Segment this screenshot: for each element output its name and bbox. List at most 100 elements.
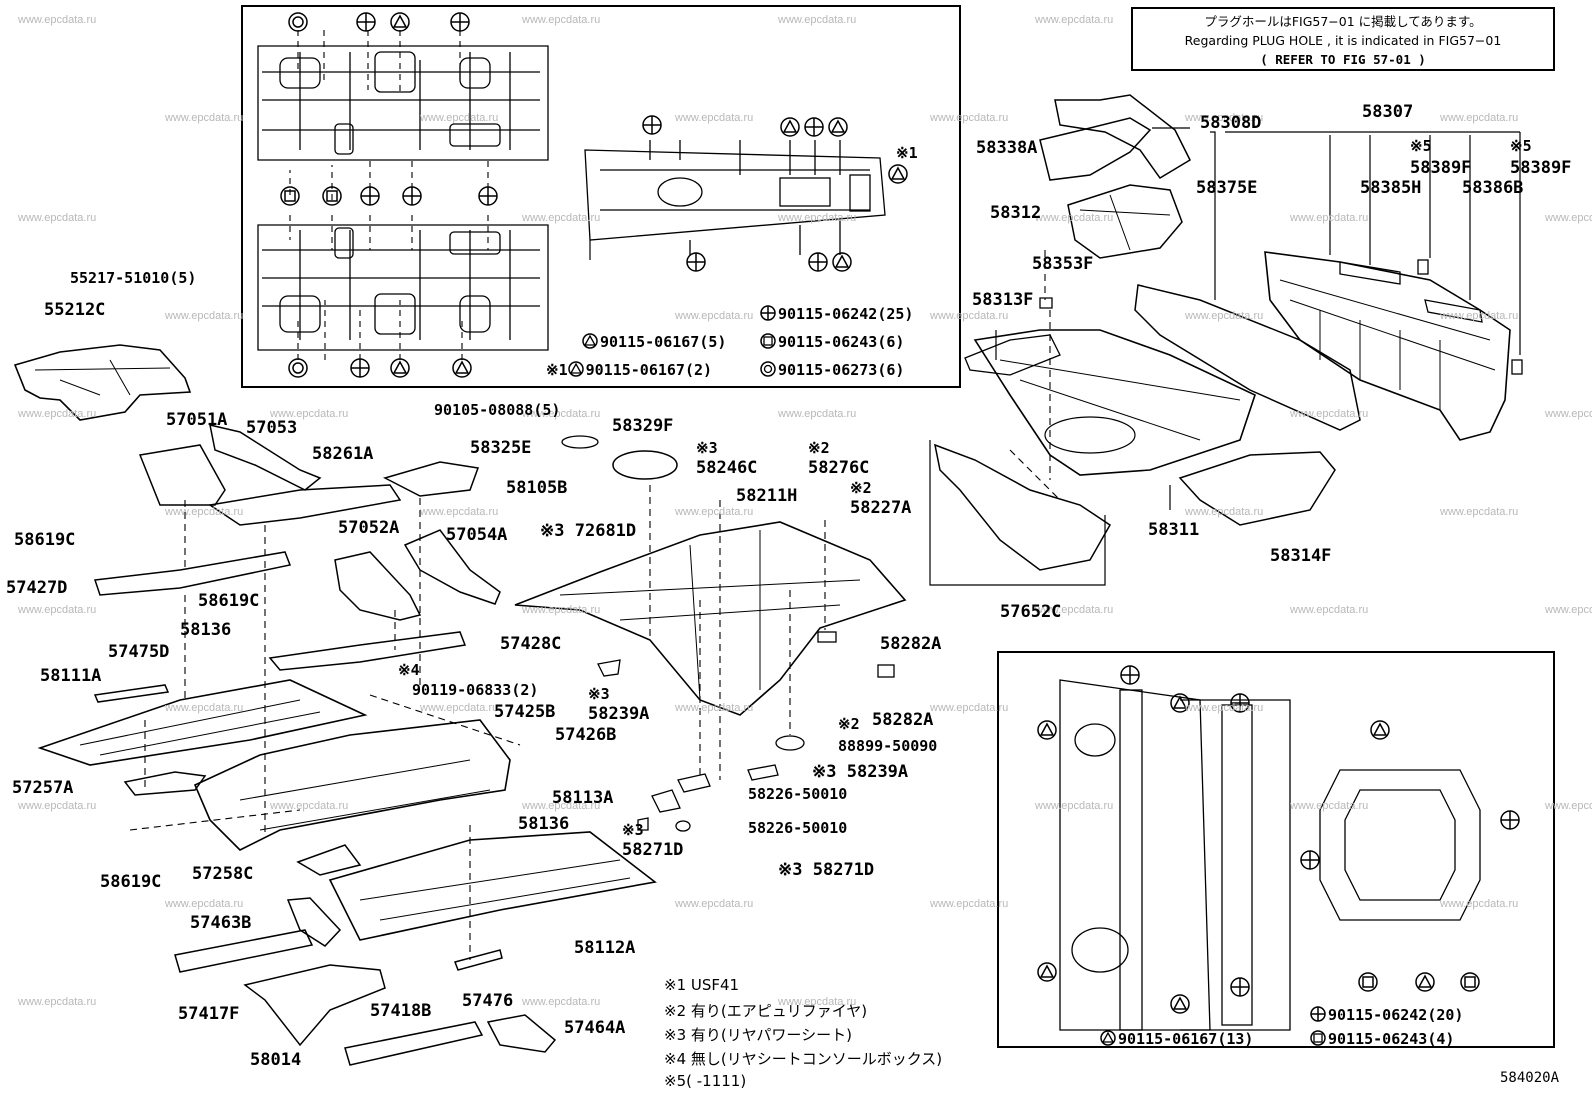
part-label[interactable]: 90119-06833(2)	[412, 681, 539, 699]
part-label[interactable]: 58014	[250, 1050, 302, 1070]
triangle-fastener-icon	[888, 164, 908, 184]
marker: ※4	[398, 661, 420, 679]
marker-part[interactable]: ※3 72681D	[540, 521, 637, 541]
part-label[interactable]: 88899-50090	[838, 737, 938, 755]
part-label[interactable]: 58329F	[612, 416, 674, 436]
marker-part[interactable]: ※3 58271D	[778, 860, 875, 880]
part-label[interactable]: 58312	[990, 203, 1042, 223]
part-57652c-shape	[933, 443, 1111, 571]
part-label[interactable]: 55212C	[44, 300, 106, 320]
part-label[interactable]: 58261A	[312, 444, 374, 464]
square-fastener-icon	[1310, 1030, 1326, 1046]
part-label[interactable]: 58105B	[506, 478, 568, 498]
square-fastener-icon	[760, 333, 776, 349]
watermark: www.epcdata.ru	[18, 14, 97, 26]
part-label[interactable]: 57054A	[446, 525, 508, 545]
part-label[interactable]: 58239A	[588, 704, 650, 724]
watermark: www.epcdata.ru	[420, 506, 499, 518]
watermark: www.epcdata.ru	[1185, 112, 1264, 124]
plus-fastener-icon	[360, 186, 380, 206]
watermark: www.epcdata.ru	[165, 898, 244, 910]
watermark: www.epcdata.ru	[675, 112, 754, 124]
part-label[interactable]: 58311	[1148, 520, 1200, 540]
part-label[interactable]: 58282A	[872, 710, 934, 730]
part-58261a-shape	[208, 484, 402, 526]
part-label[interactable]: 57476	[462, 991, 514, 1011]
part-label[interactable]: 58386B	[1462, 178, 1524, 198]
part-58226-1	[677, 773, 711, 793]
part-label[interactable]: 58619C	[100, 872, 162, 892]
triangle-fastener-icon	[1037, 720, 1057, 740]
part-label[interactable]: 57425B	[494, 702, 556, 722]
legend-plus: 90115-06242(25)	[760, 305, 913, 323]
part-57428c-shape	[268, 631, 467, 671]
part-label[interactable]: 58227A	[850, 498, 912, 518]
part-label[interactable]: 57652C	[1000, 602, 1062, 622]
part-label[interactable]: 58338A	[976, 138, 1038, 158]
part-label[interactable]: 57052A	[338, 518, 400, 538]
part-label[interactable]: 58313F	[972, 290, 1034, 310]
part-label[interactable]: 58112A	[574, 938, 636, 958]
square-fastener-icon	[1358, 972, 1378, 992]
part-label[interactable]: 57463B	[190, 913, 252, 933]
watermark: www.epcdata.ru	[18, 604, 97, 616]
part-label[interactable]: 57428C	[500, 634, 562, 654]
watermark: www.epcdata.ru	[930, 702, 1009, 714]
part-58308d-shape	[1054, 94, 1191, 179]
part-label[interactable]: 58375E	[1196, 178, 1258, 198]
triangle-fastener-icon	[1170, 994, 1190, 1014]
part-label[interactable]: 58307	[1362, 102, 1414, 122]
part-58338a-shape	[1039, 117, 1152, 181]
watermark: www.epcdata.ru	[1185, 506, 1264, 518]
part-label[interactable]: 58619C	[198, 591, 260, 611]
square-fastener-icon	[322, 186, 342, 206]
part-label[interactable]: 58211H	[736, 486, 798, 506]
part-label[interactable]: 90105-08088(5)	[434, 401, 561, 419]
part-label[interactable]: 58389F	[1410, 158, 1472, 178]
part-57463b-shape	[286, 897, 342, 947]
part-label[interactable]: 57053	[246, 418, 298, 438]
part-label[interactable]: 58136	[180, 620, 232, 640]
part-label[interactable]: 58389F	[1510, 158, 1572, 178]
part-label[interactable]: 58308D	[1200, 113, 1262, 133]
watermark: www.epcdata.ru	[675, 702, 754, 714]
plus-fastener-icon	[686, 252, 706, 272]
part-label[interactable]: 58226-50010	[748, 785, 848, 803]
part-label[interactable]: 57418B	[370, 1001, 432, 1021]
part-label[interactable]: 58282A	[880, 634, 942, 654]
part-label[interactable]: 58353F	[1032, 254, 1094, 274]
watermark: www.epcdata.ru	[778, 212, 857, 224]
part-label[interactable]: 58276C	[808, 458, 870, 478]
part-label[interactable]: 57258C	[192, 864, 254, 884]
part-label[interactable]: 58246C	[696, 458, 758, 478]
part-88899-grommet	[775, 735, 805, 751]
part-label[interactable]: 55217-51010(5)	[70, 269, 197, 287]
part-label[interactable]: 58271D	[622, 840, 684, 860]
watermark: www.epcdata.ru	[930, 112, 1009, 124]
part-label[interactable]: 57426B	[555, 725, 617, 745]
part-label[interactable]: 58314F	[1270, 546, 1332, 566]
part-label[interactable]: 58325E	[470, 438, 532, 458]
part-label[interactable]: 57417F	[178, 1004, 240, 1024]
triangle-fastener-icon	[832, 252, 852, 272]
marker-part[interactable]: ※3 58239A	[812, 762, 909, 782]
part-label[interactable]: 57464A	[564, 1018, 626, 1038]
watermark: www.epcdata.ru	[18, 996, 97, 1008]
plus-fastener-icon	[1230, 693, 1250, 713]
part-label[interactable]: 58113A	[552, 788, 614, 808]
part-label[interactable]: 58226-50010	[748, 819, 848, 837]
watermark: www.epcdata.ru	[930, 898, 1009, 910]
part-label[interactable]: 57427D	[6, 578, 68, 598]
part-label[interactable]: 58111A	[40, 666, 102, 686]
part-label[interactable]: 57051A	[166, 410, 228, 430]
part-label[interactable]: 57257A	[12, 778, 74, 798]
plus-fastener-icon	[760, 305, 776, 321]
part-label[interactable]: 58385H	[1360, 178, 1422, 198]
part-label[interactable]: 58136	[518, 814, 570, 834]
inset-leaders	[289, 30, 489, 360]
fastener-symbols-top	[280, 12, 1520, 1014]
watermark: www.epcdata.ru	[270, 408, 349, 420]
part-label[interactable]: 58619C	[14, 530, 76, 550]
part-label[interactable]: 57475D	[108, 642, 170, 662]
plus-fastener-icon	[478, 186, 498, 206]
